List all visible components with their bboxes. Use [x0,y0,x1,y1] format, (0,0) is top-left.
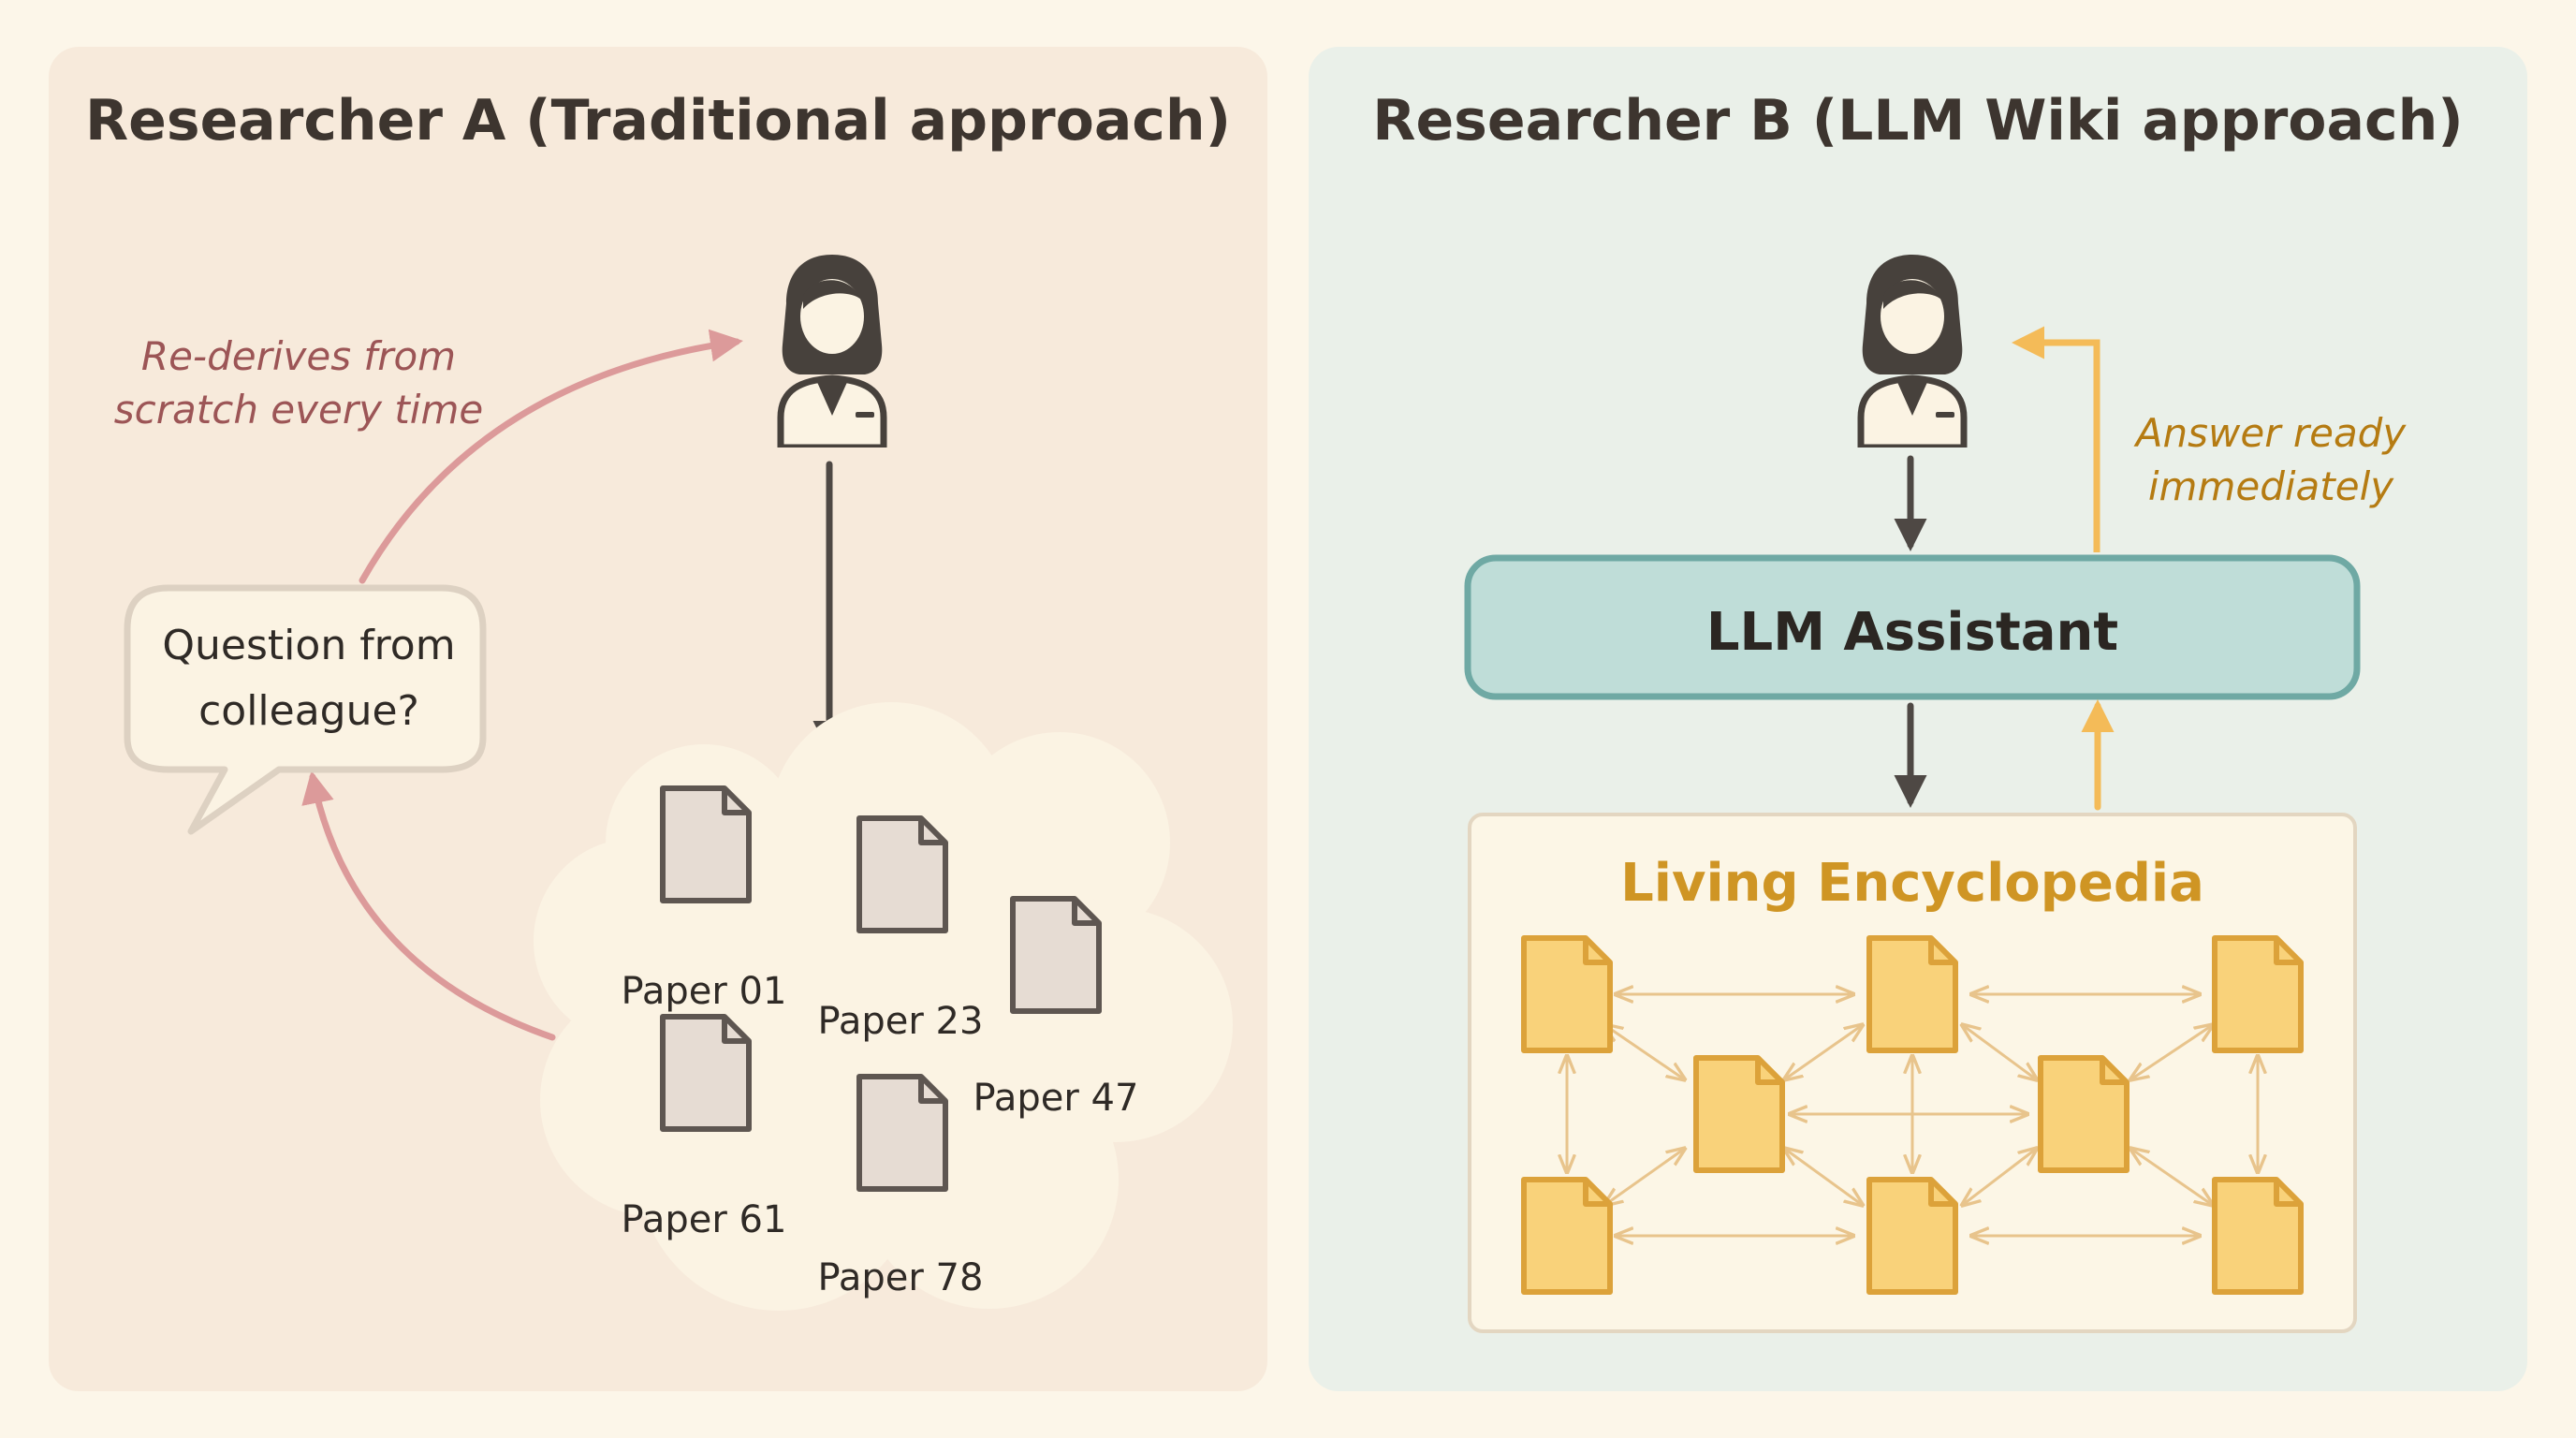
svg-text:Living Encyclopedia: Living Encyclopedia [1620,853,2204,914]
bubble-line2: colleague? [198,687,419,735]
svg-text:Paper 47: Paper 47 [973,1077,1139,1120]
llm-wiki-diagram: Answer ready immediately LLM Assistant L… [1464,47,2408,1333]
svg-text:Answer ready: Answer ready [2133,410,2408,456]
document-icon [663,788,749,901]
loop-note-line2: scratch every time [114,387,483,433]
svg-text:Paper 01: Paper 01 [622,970,787,1013]
document-icon [859,818,945,931]
loop-arrow-up [359,329,743,584]
llm-wiki-approach-panel: Researcher B (LLM Wiki approach) Answer … [1309,47,2527,1391]
llm-assistant-label: LLM Assistant [1706,602,2118,663]
bubble-line1: Question from [162,622,455,669]
answer-arrow [2012,326,2100,552]
researcher-person-icon [781,255,884,448]
svg-text:immediately: immediately [2148,463,2394,509]
question-speech-bubble [124,584,487,835]
loop-note-line1: Re-derives from [141,333,456,379]
traditional-approach-panel: Researcher A (Traditional approach) Re-d… [49,47,1267,1391]
paper-label: Paper 23 [818,1000,984,1043]
paper-label: Paper 78 [818,1256,984,1299]
wiki-page-icon [2215,938,2301,1050]
document-icon [1013,899,1099,1011]
svg-text:Question from: Question from [162,622,455,669]
svg-text:Paper 78: Paper 78 [818,1256,984,1299]
wiki-page-icon [2215,1180,2301,1292]
svg-text:Paper 61: Paper 61 [622,1198,787,1241]
svg-text:LLM Assistant: LLM Assistant [1706,602,2118,663]
paper-label: Paper 01 [622,970,787,1013]
panel-a-title: Researcher A (Traditional approach) [84,88,1232,154]
document-icon [663,1017,749,1129]
researcher-person-icon [1861,255,1964,448]
paper-label: Paper 47 [973,1077,1139,1120]
answer-note-line2: immediately [2148,463,2394,509]
document-icon [859,1077,945,1189]
llm-assistant-box [1464,554,2361,700]
wiki-page-icon [1696,1058,1782,1170]
living-encyclopedia-title: Living Encyclopedia [1620,853,2204,914]
wiki-page-icon [1869,938,1955,1050]
traditional-diagram: Re-derives from scratch every time Quest… [114,47,1233,1311]
svg-text:scratch every time: scratch every time [114,387,483,433]
svg-text:Re-derives from: Re-derives from [141,333,456,379]
svg-text:colleague?: colleague? [198,687,419,735]
wiki-link-network [1567,994,2258,1236]
loop-arrow-return [301,770,556,1041]
wiki-page-icon [1869,1180,1955,1292]
answer-note-line1: Answer ready [2133,410,2408,456]
panel-b-title: Researcher B (LLM Wiki approach) [1372,88,2464,154]
svg-text:Paper 23: Paper 23 [818,1000,984,1043]
wiki-page-icon [1524,1180,1610,1292]
wiki-page-icon [2041,1058,2127,1170]
wiki-page-icon [1524,938,1610,1050]
paper-label: Paper 61 [622,1198,787,1241]
